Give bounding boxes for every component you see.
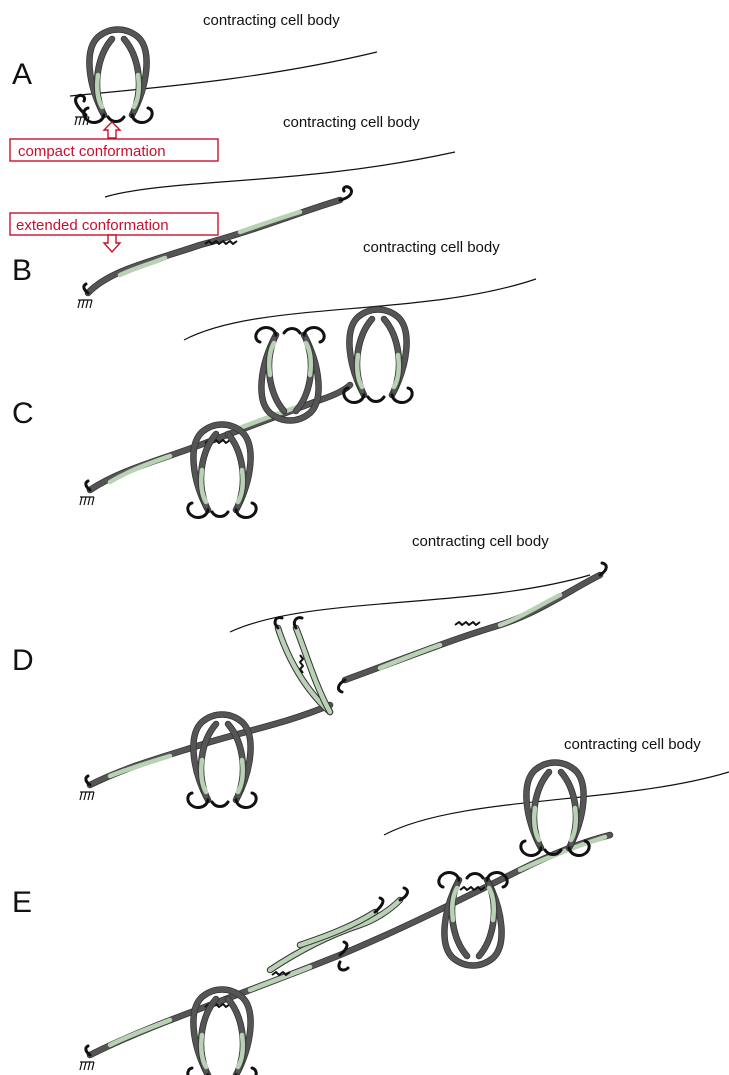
- panel-letter-a: A: [12, 58, 32, 91]
- panel-d-molecule: [80, 563, 606, 807]
- panel-b-molecule: [78, 187, 352, 308]
- panel-a-molecule: [75, 30, 152, 126]
- panel-letter-b: B: [12, 254, 32, 287]
- panel-c-cell-label: contracting cell body: [363, 239, 500, 256]
- panel-c-molecule: [80, 310, 412, 518]
- panel-a-membrane: [70, 52, 377, 96]
- extended-arrow-icon: [104, 235, 120, 252]
- panel-a-cell-label: contracting cell body: [203, 12, 340, 29]
- extended-callout-label: extended conformation: [16, 217, 169, 234]
- panel-d-membrane: [230, 575, 590, 632]
- panel-d-cell-label: contracting cell body: [412, 533, 549, 550]
- panel-e-cell-label: contracting cell body: [564, 736, 701, 753]
- panel-letter-d: D: [12, 644, 34, 677]
- panel-b-cell-label: contracting cell body: [283, 114, 420, 131]
- compact-callout-label: compact conformation: [18, 143, 166, 160]
- panel-c-membrane: [184, 279, 536, 340]
- panel-letter-c: C: [12, 397, 34, 430]
- compact-arrow-icon: [104, 122, 120, 138]
- panel-letter-e: E: [12, 886, 32, 919]
- panel-e-molecule: [80, 763, 610, 1075]
- panel-e-membrane: [384, 772, 729, 835]
- compact-callout: compact conformation: [10, 122, 218, 161]
